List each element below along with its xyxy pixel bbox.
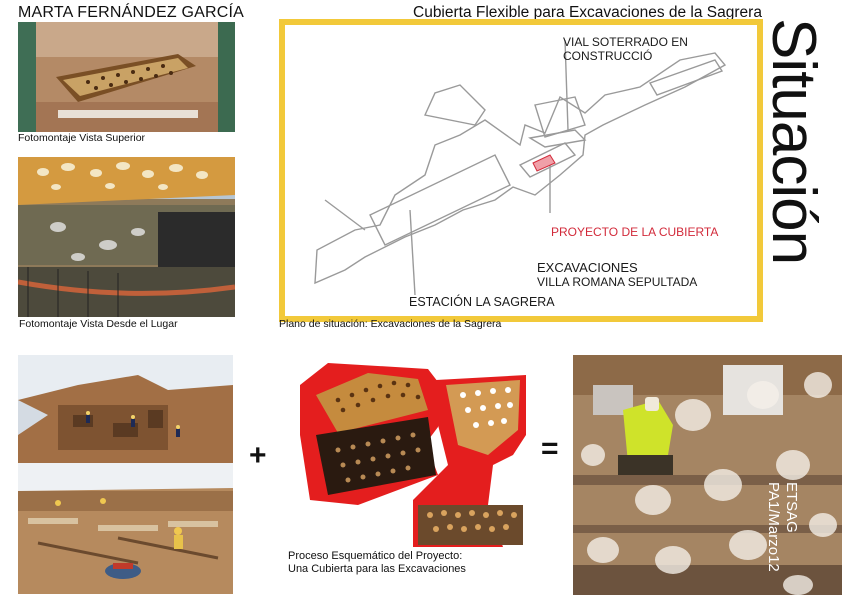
site-plan: VIAL SOTERRADO EN CONSTRUCCIÓ PROYECTO D…: [279, 19, 763, 322]
process-collage: [288, 355, 528, 547]
plus-sign: +: [249, 439, 267, 472]
equals-sign: =: [541, 432, 559, 465]
label-estacion-sagrera: ESTACIÓN LA SAGRERA: [409, 295, 555, 309]
label-excavaciones: EXCAVACIONES VILLA ROMANA SEPULTADA: [537, 260, 698, 290]
author-name: MARTA FERNÁNDEZ GARCÍA: [18, 4, 245, 21]
site-plan-drawing: [314, 39, 727, 296]
photo-excavacion-2: [18, 463, 233, 594]
project-title: Cubierta Flexible para Excavaciones de l…: [413, 4, 762, 21]
section-title: Situación: [759, 18, 828, 265]
photo-vista-lugar: [18, 157, 235, 317]
caption-vista-superior: Fotomontaje Vista Superior: [18, 132, 146, 144]
label-proyecto-cubierta: PROYECTO DE LA CUBIERTA: [551, 225, 719, 239]
photo-resultado: [573, 355, 842, 595]
label-vial-soterrado: VIAL SOTERRADO EN CONSTRUCCIÓ: [563, 35, 688, 63]
caption-proceso: Proceso Esquemático del Proyecto: Una Cu…: [288, 550, 466, 575]
photo-excavacion-1: [18, 355, 233, 463]
caption-vista-lugar: Fotomontaje Vista Desde el Lugar: [19, 318, 178, 330]
project-area-marker: [532, 154, 556, 172]
photo-vista-superior: [18, 22, 235, 132]
caption-plano-situacion: Plano de situación: Excavaciones de la S…: [279, 318, 502, 330]
